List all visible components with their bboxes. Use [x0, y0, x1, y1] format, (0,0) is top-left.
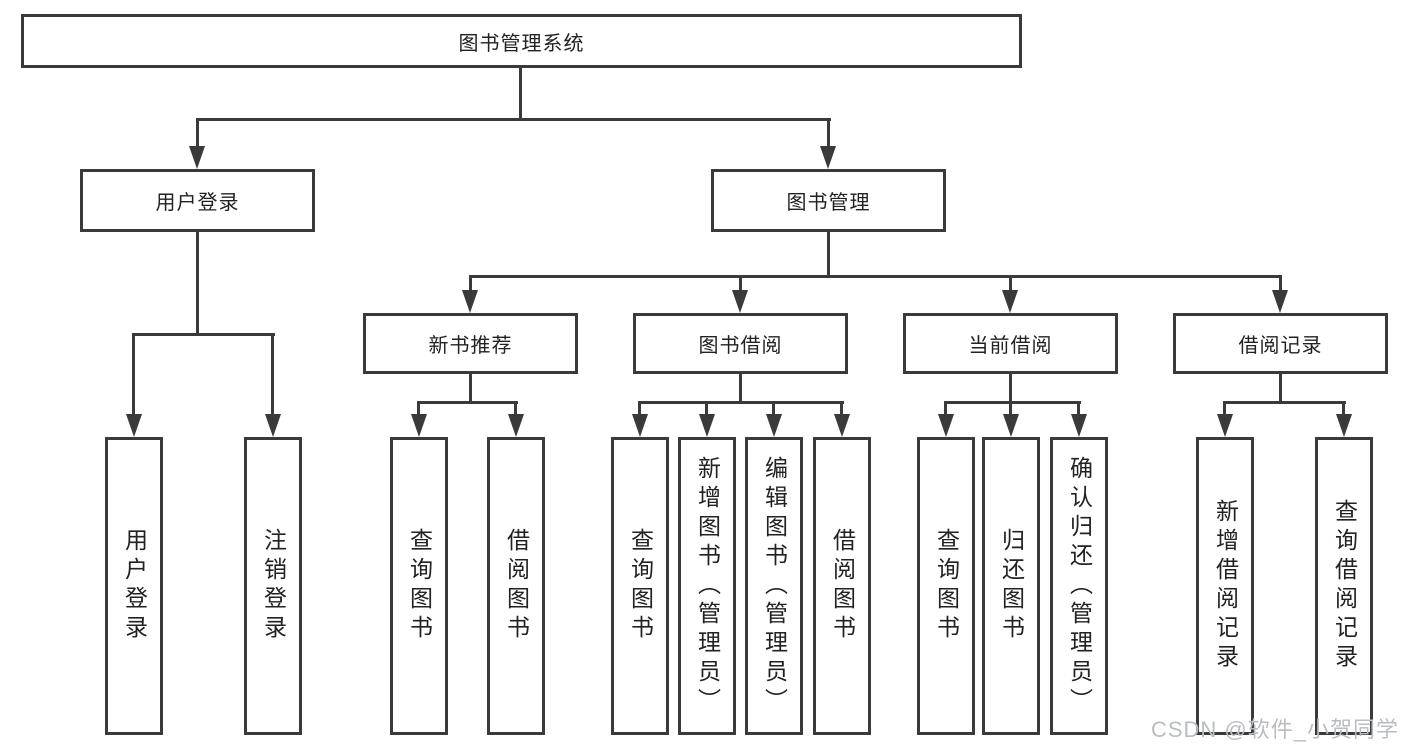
csdn-watermark: CSDN @软件_小贺同学 [1150, 717, 1399, 742]
node-label: 编辑图书（管理员） [761, 455, 788, 717]
node-current-borrowing: 当前借阅 [903, 313, 1118, 374]
leaf-br-add-borrow-record: 新增借阅记录 [1196, 437, 1254, 735]
connector-cb-stem [1009, 374, 1012, 404]
connector-br-hline [1223, 401, 1346, 404]
connector-user-login-stem [196, 232, 199, 336]
connector-drop-cb-query-books [944, 404, 947, 416]
leaf-logout: 注销登录 [244, 437, 302, 735]
connector-nr-hline [417, 401, 518, 404]
leaf-nr-query-books: 查询图书 [390, 437, 448, 735]
arrow-down-bb-query-books-icon [632, 414, 648, 437]
arrow-down-bb-borrow-books-icon [834, 414, 850, 437]
connector-drop-bb-add-books [705, 404, 708, 416]
node-label: 确认归还（管理员） [1066, 455, 1093, 717]
connector-drop-nr-borrow-books [514, 404, 517, 416]
arrow-down-user-login-icon [189, 146, 205, 169]
node-label: 查询图书 [406, 528, 433, 644]
leaf-cb-return-books: 归还图书 [982, 437, 1040, 735]
node-label: 图书管理 [786, 192, 871, 214]
connector-bb-stem [739, 374, 742, 404]
node-label: 注销登录 [260, 528, 287, 644]
leaf-nr-borrow-books: 借阅图书 [487, 437, 545, 735]
connector-drop-new-book-recommendation [469, 278, 472, 294]
node-label: 借阅图书 [503, 528, 530, 644]
node-label: 新增借阅记录 [1212, 499, 1239, 673]
connector-drop-user-login [196, 120, 199, 150]
connector-drop-book-management [827, 120, 830, 150]
arrow-down-cb-return-books-icon [1003, 414, 1019, 437]
node-label: 新增图书（管理员） [694, 455, 721, 717]
connector-book-management-hline [469, 275, 1282, 278]
connector-drop-cb-confirm-return [1077, 404, 1080, 416]
node-book-borrowing: 图书借阅 [633, 313, 848, 374]
node-new-book-recommendation: 新书推荐 [363, 313, 578, 374]
node-label: 查询图书 [627, 528, 654, 644]
arrow-down-borrowing-records-icon [1272, 290, 1288, 313]
node-label: 用户登录 [155, 192, 240, 214]
node-label: 图书管理系统 [458, 32, 585, 55]
arrow-down-new-book-recommendation-icon [462, 290, 478, 313]
connector-drop-ul-user-login [132, 336, 135, 416]
arrow-down-bb-add-books-icon [699, 414, 715, 437]
connector-drop-book-borrowing [739, 278, 742, 294]
node-label: 借阅记录 [1238, 335, 1323, 357]
leaf-bb-borrow-books: 借阅图书 [813, 437, 871, 735]
connector-drop-current-borrowing [1009, 278, 1012, 294]
node-borrowing-records: 借阅记录 [1173, 313, 1388, 374]
connector-user-login-hline [132, 333, 275, 336]
leaf-cb-confirm-return-admin: 确认归还（管理员） [1050, 437, 1108, 735]
arrow-down-cb-confirm-return-icon [1071, 414, 1087, 437]
leaf-cb-query-books: 查询图书 [917, 437, 975, 735]
connector-drop-bb-edit-books [772, 404, 775, 416]
node-label: 归还图书 [998, 528, 1025, 644]
arrow-down-nr-query-books-icon [411, 414, 427, 437]
node-label: 借阅图书 [829, 528, 856, 644]
node-book-management: 图书管理 [711, 169, 946, 232]
arrow-down-cb-query-books-icon [938, 414, 954, 437]
connector-drop-bb-borrow-books [840, 404, 843, 416]
connector-root-stem [519, 68, 522, 121]
arrow-down-current-borrowing-icon [1002, 290, 1018, 313]
arrow-down-bb-edit-books-icon [766, 414, 782, 437]
connector-bb-hline [638, 401, 844, 404]
node-library-management-system: 图书管理系统 [21, 14, 1022, 68]
node-label: 查询借阅记录 [1331, 499, 1358, 673]
leaf-user-login: 用户登录 [105, 437, 163, 735]
arrow-down-book-borrowing-icon [732, 290, 748, 313]
arrow-down-ul-logout-icon [265, 414, 281, 437]
arrow-down-br-add-record-icon [1217, 414, 1233, 437]
node-label: 查询图书 [933, 528, 960, 644]
connector-root-hline [196, 118, 831, 121]
node-label: 新书推荐 [428, 335, 513, 357]
node-user-login: 用户登录 [80, 169, 315, 232]
connector-cb-hline [944, 401, 1081, 404]
leaf-bb-add-books-admin: 新增图书（管理员） [678, 437, 736, 735]
connector-drop-bb-query-books [638, 404, 641, 416]
node-label: 图书借阅 [698, 335, 783, 357]
connector-drop-cb-return-books [1009, 404, 1012, 416]
arrow-down-br-query-record-icon [1336, 414, 1352, 437]
arrow-down-ul-user-login-icon [126, 414, 142, 437]
arrow-down-nr-borrow-books-icon [508, 414, 524, 437]
leaf-bb-query-books: 查询图书 [611, 437, 669, 735]
node-label: 用户登录 [121, 528, 148, 644]
connector-br-stem [1279, 374, 1282, 404]
connector-drop-ul-logout [271, 336, 274, 416]
arrow-down-book-management-icon [820, 146, 836, 169]
leaf-br-query-borrow-record: 查询借阅记录 [1315, 437, 1373, 735]
connector-book-management-stem [827, 232, 830, 278]
connector-drop-nr-query-books [417, 404, 420, 416]
connector-drop-borrowing-records [1279, 278, 1282, 294]
connector-drop-br-query-record [1342, 404, 1345, 416]
connector-nr-stem [469, 374, 472, 404]
node-label: 当前借阅 [968, 335, 1053, 357]
connector-drop-br-add-record [1223, 404, 1226, 416]
leaf-bb-edit-books-admin: 编辑图书（管理员） [745, 437, 803, 735]
